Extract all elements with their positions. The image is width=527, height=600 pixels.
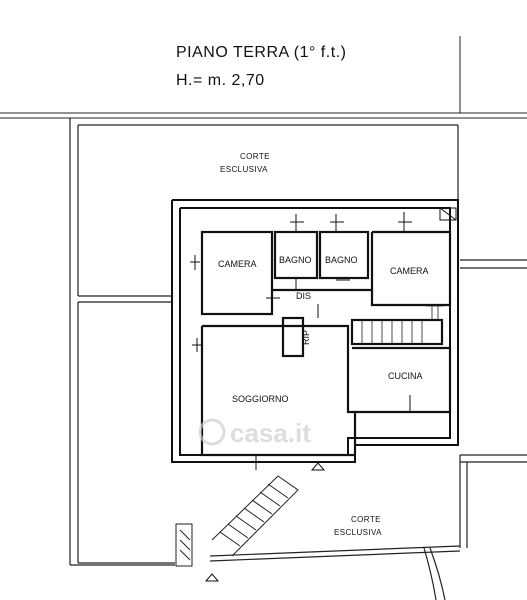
- watermark-text: casa.it: [230, 418, 311, 448]
- corte-bottom-line2: ESCLUSIVA: [334, 528, 382, 537]
- corte-bottom-line1: CORTE: [351, 515, 381, 524]
- corner-detail: [439, 207, 457, 221]
- corte-top-line2: ESCLUSIVA: [220, 165, 268, 174]
- room-label-bagno-right: BAGNO: [325, 255, 358, 265]
- room-label-cucina: CUCINA: [388, 371, 423, 381]
- room-label-soggiorno: SOGGIORNO: [232, 394, 289, 404]
- room-label-camera-left: CAMERA: [218, 259, 257, 269]
- room-label-rip: RIP: [301, 330, 311, 345]
- room-label-camera-right: CAMERA: [390, 266, 429, 276]
- building-outer-walls: [171, 199, 459, 463]
- exterior-stair: [175, 475, 299, 567]
- ceiling-height-note: H.= m. 2,70: [176, 72, 265, 89]
- entrance-markers: [204, 462, 326, 582]
- room-label-dis: DIS: [296, 291, 311, 301]
- corte-top-line1: CORTE: [240, 152, 270, 161]
- interior-walls: [200, 230, 452, 457]
- courtyard-boundary: [69, 118, 527, 600]
- plan-title: PIANO TERRA (1° f.t.): [176, 44, 347, 61]
- watermark-logo: casa.it: [198, 418, 311, 448]
- interior-stair: [361, 305, 444, 344]
- wall-openings: [190, 212, 440, 470]
- room-label-bagno-left: BAGNO: [279, 255, 312, 265]
